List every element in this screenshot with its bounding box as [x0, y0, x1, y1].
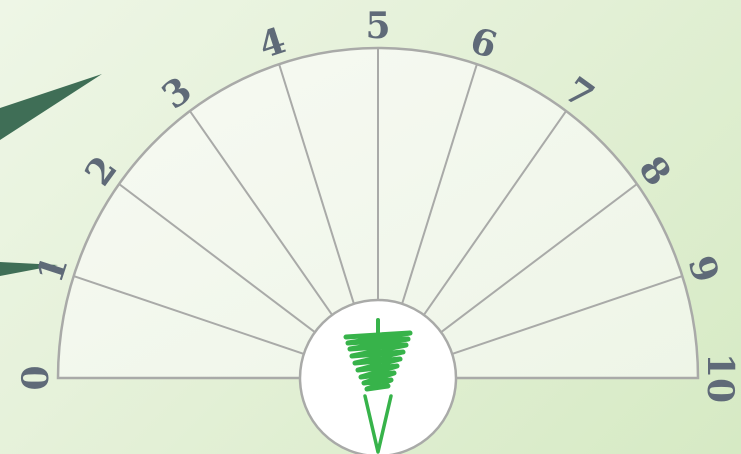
- leaf-icon: [0, 74, 102, 140]
- center-hub[interactable]: [300, 300, 456, 454]
- dial-number-0: 0: [15, 365, 57, 390]
- dial-number-4: 4: [254, 19, 291, 67]
- dial-number-9: 9: [679, 251, 727, 288]
- dial-number-5: 5: [365, 5, 390, 47]
- dial-number-10: 10: [699, 353, 741, 403]
- dial-number-6: 6: [465, 19, 502, 67]
- dial-number-1: 1: [29, 251, 77, 288]
